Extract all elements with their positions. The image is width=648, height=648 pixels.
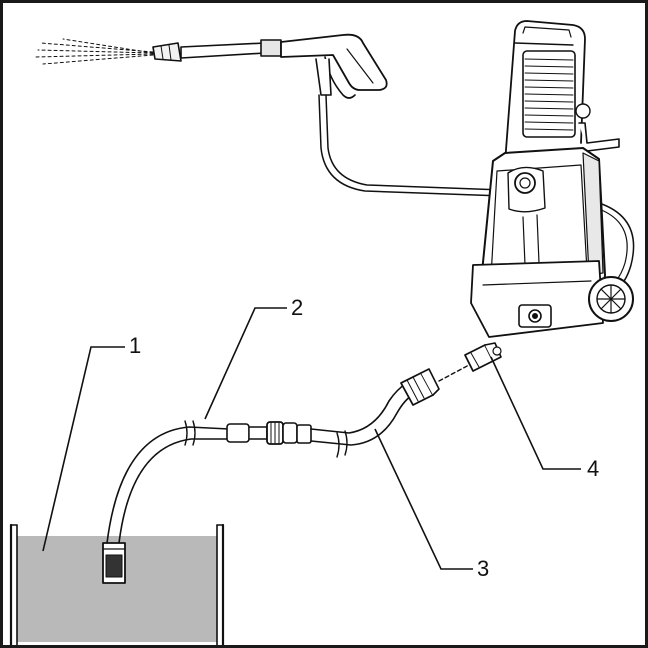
spray-mist: [35, 38, 154, 65]
callout-3: 3: [477, 556, 489, 581]
suction-filter: [102, 542, 126, 584]
hose-end-coupling: [400, 368, 440, 406]
hose-reel-coils: [524, 58, 574, 131]
callout-1: 1: [129, 333, 141, 358]
high-pressure-hose: [318, 94, 504, 197]
hose-break-marks: [184, 420, 348, 458]
assembly-dashed-line: [438, 364, 470, 382]
callout-leaders: [42, 307, 581, 570]
pressure-washer-diagram: 1 2 3 4: [9, 20, 635, 645]
hose-connector: [226, 421, 312, 445]
callout-4: 4: [587, 456, 599, 481]
suction-hose: [106, 426, 230, 544]
callout-2: 2: [291, 295, 303, 320]
connection-hose: [310, 382, 414, 446]
spray-gun: [152, 33, 388, 99]
pressure-washer-unit: [470, 20, 635, 338]
